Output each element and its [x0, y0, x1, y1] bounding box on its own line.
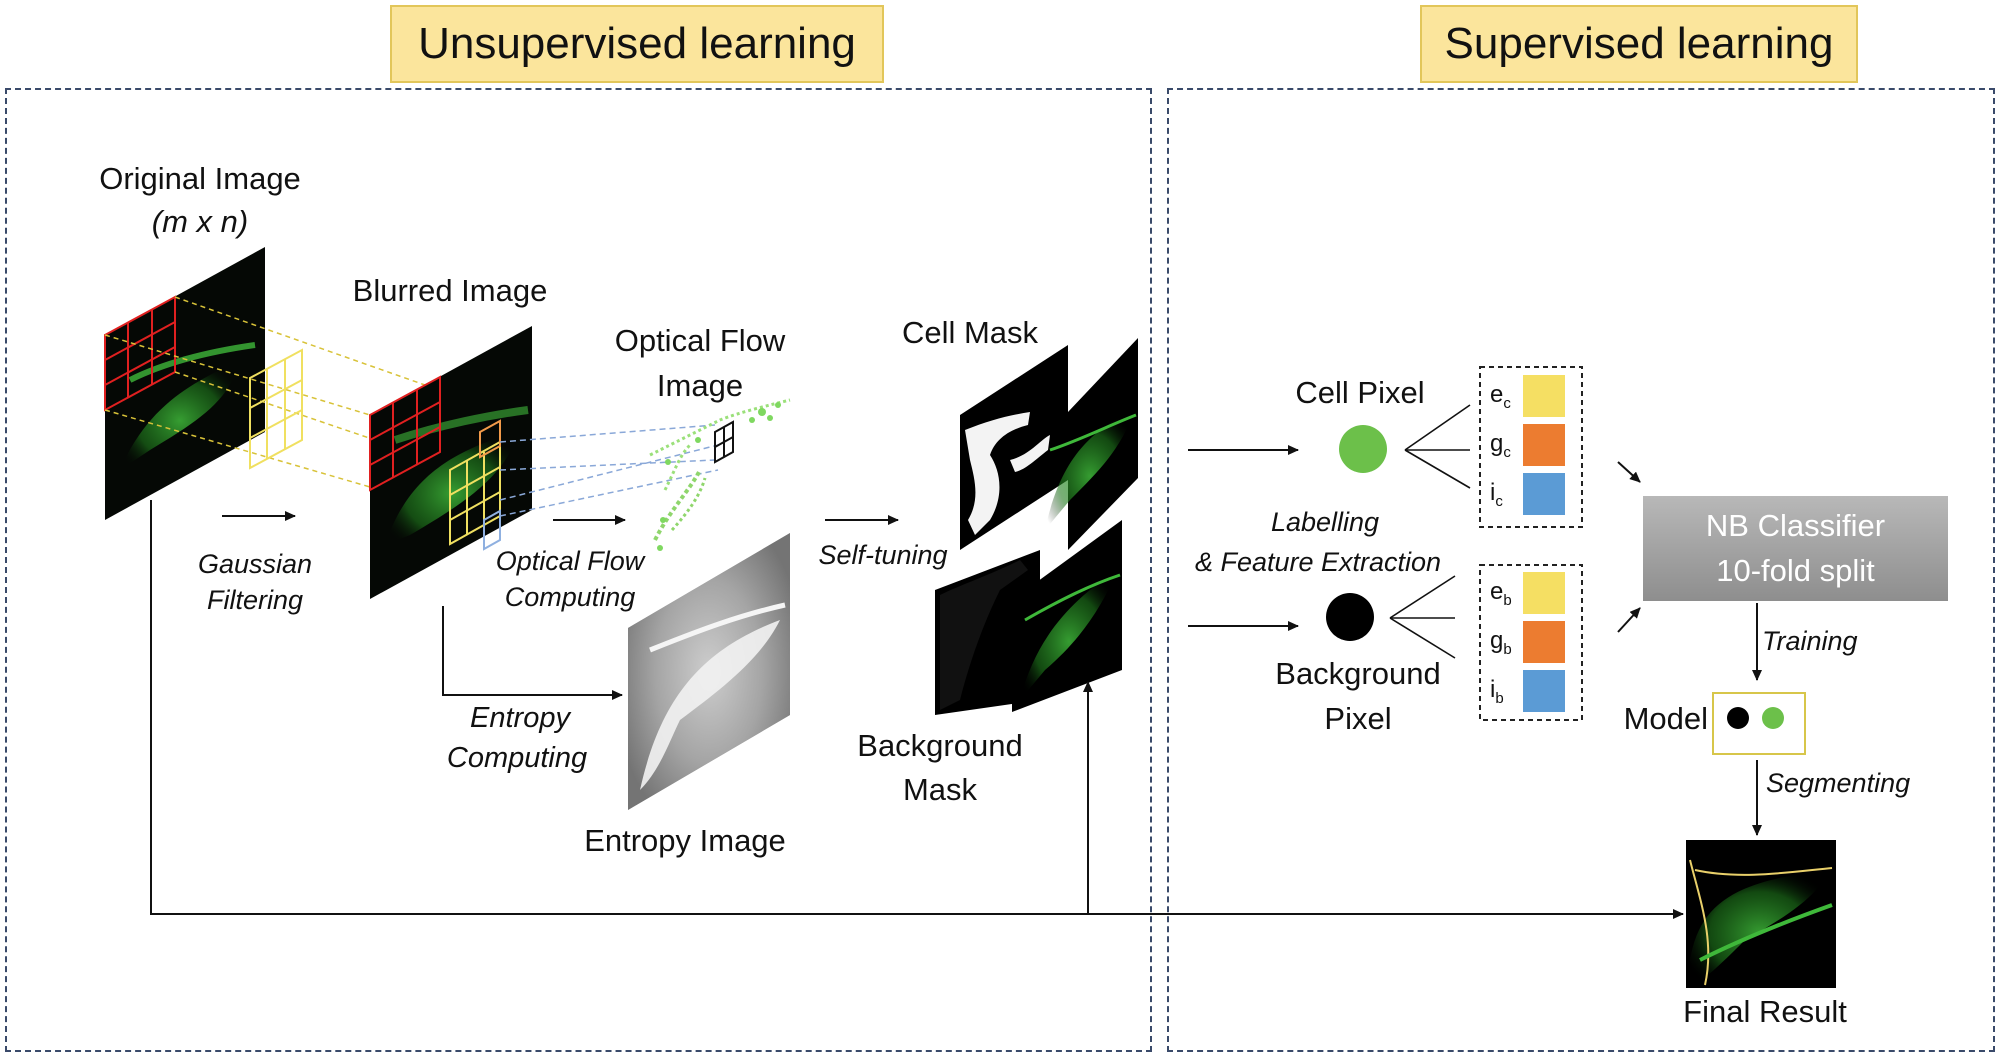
background-feature-label: gb — [1490, 627, 1512, 658]
background-feature-swatch — [1523, 670, 1565, 712]
cell-mask-graphic — [960, 338, 1138, 550]
model-box — [1712, 692, 1806, 755]
final-result-image-graphic — [1686, 840, 1836, 988]
cell-feature-base: g — [1490, 430, 1504, 457]
entropy-image-graphic — [628, 533, 790, 810]
optical-flow-computing-label-2: Computing — [504, 582, 636, 612]
optical-flow-image-graphic — [649, 398, 791, 551]
background-pixel-label-1: Background — [1275, 656, 1441, 691]
model-black-dot — [1727, 707, 1749, 729]
background-mask-label-2: Mask — [902, 772, 978, 807]
segmenting-label: Segmenting — [1766, 768, 1911, 798]
optical-flow-computing-label-1: Optical Flow — [495, 546, 645, 576]
background-mask-graphic — [935, 520, 1122, 715]
entropy-computing-label-1: Entropy — [470, 702, 570, 734]
original-image-label: Original Image — [99, 161, 301, 196]
background-feature-sub: b — [1503, 640, 1512, 658]
gaussian-filtering-label-2: Filtering — [206, 585, 304, 615]
background-feature-sub: b — [1503, 591, 1512, 609]
background-feature-base: e — [1490, 578, 1504, 605]
labelling-label-2: & Feature Extraction — [1194, 547, 1442, 577]
classifier-line-1: NB Classifier — [1705, 507, 1886, 543]
gaussian-filtering-label-1: Gaussian — [197, 549, 313, 579]
yellow-filter-grid — [249, 348, 303, 470]
nb-classifier-box: NB Classifier 10-fold split — [1643, 496, 1948, 601]
cell-feature-sub: c — [1503, 443, 1511, 461]
cell-feature-swatch — [1523, 473, 1565, 515]
model-green-dot — [1762, 707, 1784, 729]
background-feature-base: i — [1490, 676, 1496, 703]
background-feature-box — [1479, 564, 1583, 721]
training-label: Training — [1762, 626, 1858, 656]
cell-feature-swatch — [1523, 375, 1565, 417]
entropy-computing-label-2: Computing — [446, 742, 588, 774]
background-pixel-label-2: Pixel — [1324, 701, 1392, 736]
background-mask-label-1: Background — [857, 728, 1023, 763]
blurred-image-label: Blurred Image — [352, 273, 548, 308]
labelling-label-1: Labelling — [1270, 507, 1380, 537]
unsupervised-header: Unsupervised learning — [390, 5, 884, 83]
background-feature-swatch — [1523, 621, 1565, 663]
final-result-label: Final Result — [1683, 994, 1847, 1029]
optical-flow-image-label-2: Image — [656, 368, 744, 403]
model-label: Model — [1623, 701, 1708, 736]
optical-flow-image-label-1: Optical Flow — [614, 323, 786, 358]
cell-feature-label: ec — [1490, 381, 1511, 412]
background-feature-label: eb — [1490, 578, 1512, 609]
supervised-header: Supervised learning — [1420, 5, 1858, 83]
background-feature-base: g — [1490, 627, 1504, 654]
cell-feature-sub: c — [1503, 394, 1511, 412]
cell-pixel-label: Cell Pixel — [1295, 375, 1425, 410]
cell-feature-base: e — [1490, 381, 1504, 408]
cell-mask-label: Cell Mask — [901, 315, 1039, 350]
cell-feature-label: gc — [1490, 430, 1511, 461]
background-pixel-dot — [1326, 593, 1374, 641]
background-feature-label: ib — [1490, 676, 1504, 707]
original-dims-label: (m x n) — [151, 204, 249, 239]
cell-feature-sub: c — [1495, 492, 1503, 510]
supervised-panel — [1167, 88, 1995, 1052]
cell-pixel-dot — [1339, 425, 1387, 473]
background-feature-swatch — [1523, 572, 1565, 614]
cell-feature-box — [1479, 366, 1583, 528]
unsupervised-panel — [5, 88, 1152, 1052]
classifier-line-2: 10-fold split — [1716, 552, 1875, 588]
entropy-image-label: Entropy Image — [584, 823, 786, 858]
cell-feature-label: ic — [1490, 479, 1503, 510]
self-tuning-label: Self-tuning — [818, 540, 948, 570]
original-image-graphic — [104, 247, 265, 520]
cell-feature-base: i — [1490, 479, 1496, 506]
background-feature-sub: b — [1495, 689, 1504, 707]
cell-feature-swatch — [1523, 424, 1565, 466]
blurred-image-graphic — [369, 326, 532, 599]
